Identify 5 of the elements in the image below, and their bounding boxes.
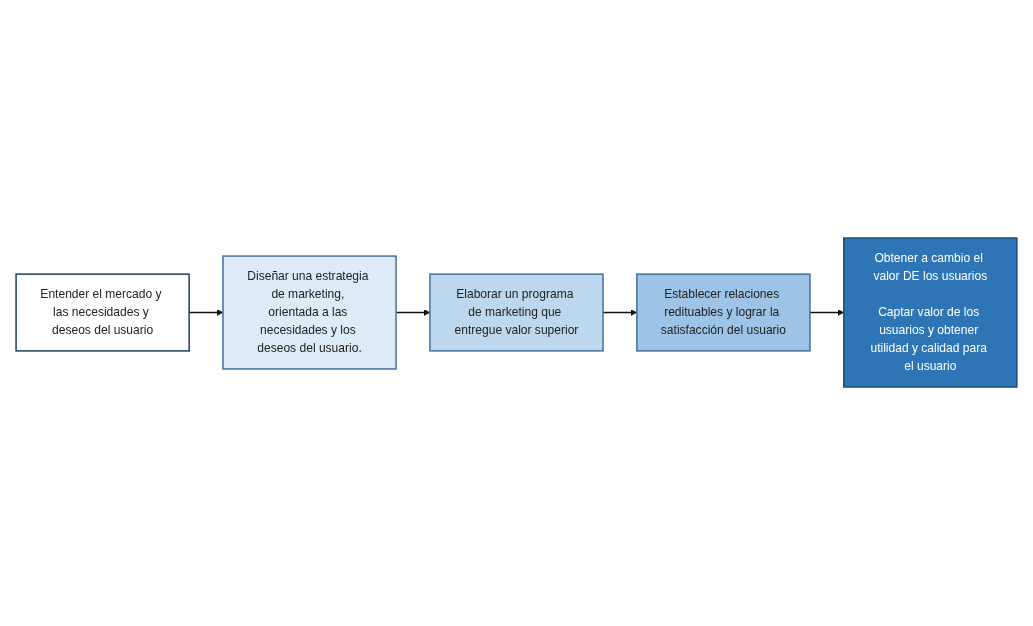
node-box: Entender el mercado y las necesidades y deseos del usuario	[15, 273, 190, 353]
node-box: Obtener a cambio el valor DE los usuarios Captar valor de los usuarios y obtener utilidad y calidad para el usuario	[843, 237, 1018, 389]
node-box: Establecer relaciones redituables y lograr la satisfacción del usuario	[636, 273, 811, 353]
node-box: Elaborar un programa de marketing que entregue valor superior	[429, 273, 604, 353]
node-box: Diseñar una estrategia de marketing, orientada a las necesidades y los deseos del usuario.	[222, 255, 397, 371]
